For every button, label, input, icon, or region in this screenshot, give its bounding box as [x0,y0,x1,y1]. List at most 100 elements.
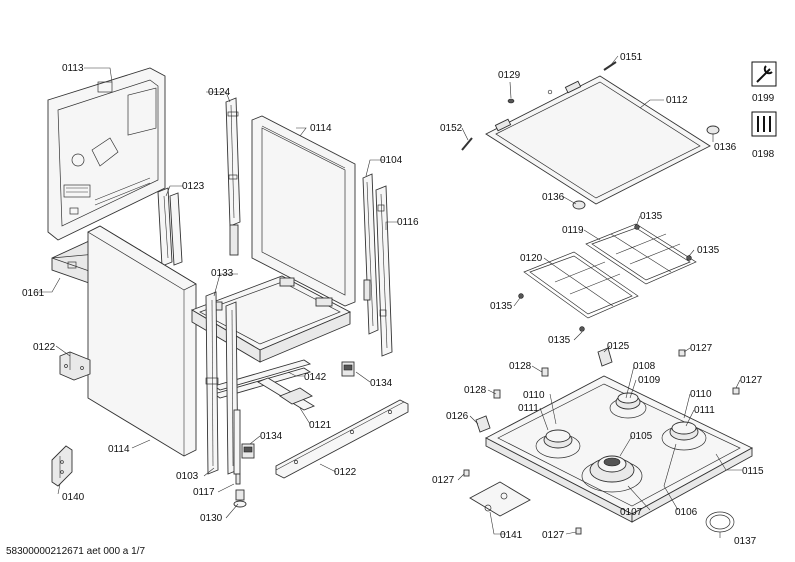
foot-0135-c [518,293,524,299]
foot-0135-d [579,326,585,332]
bracket-0122-left [59,351,91,381]
bolt-0129 [507,89,553,104]
label-0112: 0112 [666,95,688,106]
label-0121: 0121 [309,420,332,431]
screw-0127-a [678,349,686,357]
foot-0135-b [686,255,692,261]
label-0106: 0106 [675,507,698,518]
side-rail-0116 [375,185,393,357]
label-0117: 0117 [193,487,215,498]
label-0110-right: 0110 [690,389,712,400]
label-0111-right: 0111 [694,405,715,416]
label-0110-left: 0110 [523,390,545,401]
back-panel-0113 [47,67,166,241]
clip-0134-right [341,361,355,377]
label-0125: 0125 [607,341,630,352]
label-0128-a: 0128 [509,361,532,372]
label-0142: 0142 [304,372,327,383]
clip-0134-left [241,443,255,459]
label-0135-a: 0135 [640,211,663,222]
bumper-0136-right [706,125,720,135]
label-0111-left: 0111 [518,403,539,414]
label-0103: 0103 [176,471,199,482]
label-0115: 0115 [742,466,764,477]
holder-0125 [597,347,613,367]
label-0128-b: 0128 [464,385,487,396]
label-0122-bottom: 0122 [334,467,357,478]
clip-0128-a [541,367,549,377]
label-0120: 0120 [520,253,543,264]
glass-lid-0112 [485,75,711,205]
label-0126: 0126 [446,411,469,422]
foot-post-0117 [233,409,241,485]
label-0114-upper: 0114 [310,123,332,134]
label-0151: 0151 [620,52,643,63]
label-0114-lower: 0114 [108,444,130,455]
burner-0107-wok [581,455,643,493]
side-panel-0114-upper [251,115,356,307]
bumper-0136-bottom [572,200,586,210]
label-0136-bottom: 0136 [542,192,565,203]
leader-lines [36,55,742,538]
label-0135-c: 0135 [490,301,513,312]
hinge-bracket-0140 [51,445,73,487]
label-0134-left: 0134 [260,431,283,442]
label-0141: 0141 [500,530,523,541]
drawing-reference: 58300000212671 aet 000 a 1/7 [6,546,145,557]
label-0124: 0124 [208,87,231,98]
pan-support-0120 [523,251,639,319]
bracket-0122-bottom [275,399,409,479]
screw-0127-c [463,469,470,477]
label-0107: 0107 [620,507,643,518]
burner-0110-left [535,429,581,459]
label-0199: 0199 [752,93,775,104]
label-0127-d: 0127 [542,530,565,541]
holder-0126 [475,415,491,433]
vertical-strip-0123 [157,187,183,267]
label-0134-right: 0134 [370,378,393,389]
label-0140: 0140 [62,492,85,503]
side-rail-0104 [362,173,379,335]
vertical-strip-0124 [225,97,241,256]
label-0127-b: 0127 [740,375,763,386]
label-0161: 0161 [22,288,45,299]
label-0137: 0137 [734,536,757,547]
label-0135-b: 0135 [697,245,720,256]
label-0104: 0104 [380,155,403,166]
foot-0135-a [634,224,640,230]
foot-0130 [233,489,247,508]
service-wrench-icon [751,61,777,87]
label-0116: 0116 [397,217,419,228]
label-0123: 0123 [182,181,205,192]
burner-0109-rear [609,392,647,419]
label-0133: 0133 [211,268,234,279]
label-0122-left: 0122 [33,342,56,353]
clip-0128-b [493,389,501,399]
ring-0137 [705,511,735,533]
label-0127-a: 0127 [690,343,713,354]
label-0135-d: 0135 [548,335,571,346]
label-0152: 0152 [440,123,463,134]
service-tools-icon [751,111,777,137]
hob-top-0115 [485,375,753,523]
label-0136-right: 0136 [714,142,737,153]
label-0127-c: 0127 [432,475,455,486]
label-0113: 0113 [62,63,84,74]
label-0198: 0198 [752,149,775,160]
label-0109: 0109 [638,375,661,386]
label-0119: 0119 [562,225,584,236]
pan-support-0119 [585,223,697,285]
screw-0127-d [575,527,582,535]
label-0108: 0108 [633,361,656,372]
part-labels: 0113 0124 0114 0104 0123 0116 0133 0161 … [22,52,775,547]
pin-0152 [461,137,473,151]
label-0130: 0130 [200,513,223,524]
burner-0110-right [661,421,707,451]
label-0105: 0105 [630,431,653,442]
rail-0121 [256,377,316,411]
plate-0141 [469,481,531,517]
label-0129: 0129 [498,70,521,81]
screw-0127-b [732,387,740,395]
side-panel-0114-lower [87,225,197,457]
